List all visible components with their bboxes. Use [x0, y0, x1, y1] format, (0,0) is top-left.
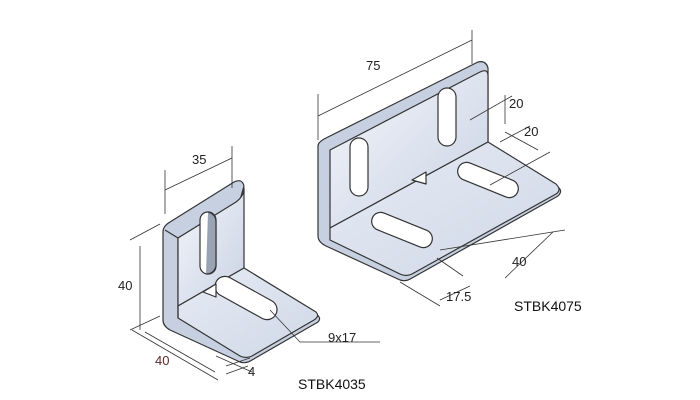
model-label-large: STBK4075 [514, 298, 582, 314]
large-bracket [317, 61, 562, 282]
arrow-icon [202, 283, 217, 298]
dimension-lines [129, 30, 566, 381]
slot [437, 87, 457, 147]
dim-width-large: 75 [366, 58, 381, 73]
model-label-small: STBK4035 [298, 376, 366, 392]
dim-width-small: 35 [192, 152, 207, 167]
slot [349, 137, 369, 197]
dim-slot-height: 20 [509, 96, 524, 111]
slot [214, 275, 278, 321]
dim-slot-depth: 20 [524, 124, 539, 139]
small-bracket [162, 180, 321, 364]
slot [457, 161, 519, 199]
dim-depth-small: 40 [155, 353, 170, 368]
dim-offset: 17.5 [446, 289, 472, 304]
dim-height-small: 40 [118, 278, 133, 293]
dim-thickness: 4 [248, 364, 256, 379]
dim-slot-spacing: 40 [512, 254, 527, 269]
arrow-icon [411, 171, 427, 185]
dim-slot-size: 9x17 [328, 330, 357, 345]
slot [371, 211, 433, 249]
